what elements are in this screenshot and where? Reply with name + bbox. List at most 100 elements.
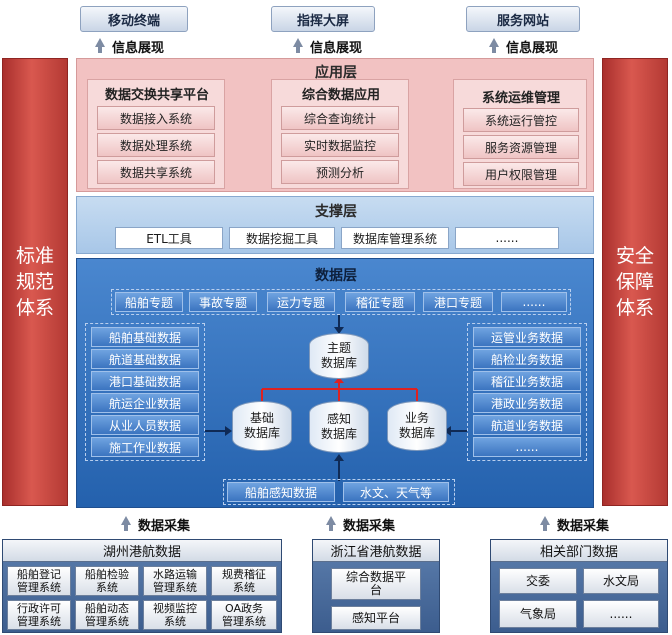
db-label: 主题: [326, 341, 351, 355]
right-data-item: 船检业务数据: [473, 349, 581, 369]
pillar-text: 规范: [15, 271, 54, 293]
source-item-line: OA政务: [225, 602, 263, 615]
source-item-line: 交委: [525, 573, 550, 588]
source-item: 视频监控系统: [143, 600, 207, 630]
app-item: 数据处理系统: [97, 133, 215, 157]
source-item: 水路运输管理系统: [143, 566, 207, 596]
source-item: 船舶登记管理系统: [7, 566, 71, 596]
app-group-title: 数据交换共享平台: [104, 88, 209, 103]
app-item: 实时数据监控: [281, 133, 399, 157]
source-item-line: 船舶检验: [85, 568, 129, 581]
up-arrow-icon: [540, 516, 550, 531]
data-layer: 数据层 船舶专题 事故专题 运力专题 稽征专题 港口专题 ...... 船舶基础…: [76, 258, 594, 508]
source-panel-huzhou: 湖州港航数据 船舶登记管理系统 船舶检验系统 水路运输管理系统 规费稽征系统 行…: [2, 539, 282, 633]
db-label: 业务: [404, 411, 429, 425]
sensing-source-item: 船舶感知数据: [227, 482, 335, 502]
data-collection-label: 数据采集: [343, 519, 396, 534]
support-item: ETL工具: [115, 227, 223, 249]
business-database: 业务 数据库: [387, 401, 447, 451]
left-data-item: 施工作业数据: [91, 437, 199, 457]
app-group-title: 综合数据应用: [301, 88, 380, 103]
db-label: 感知: [326, 412, 351, 426]
source-item-line: 管理系统: [17, 615, 61, 628]
channel-mobile-terminal: 移动终端: [80, 6, 188, 32]
app-item: 服务资源管理: [463, 135, 579, 159]
db-label: 数据库: [398, 426, 435, 440]
up-arrow-icon: [95, 38, 105, 53]
pillar-text: 安全: [615, 245, 654, 267]
source-item: 交委: [499, 568, 577, 594]
right-data-item: ......: [473, 437, 581, 457]
topic-item: 运力专题: [267, 292, 335, 312]
source-item-line: 气象局: [519, 606, 556, 621]
support-item: 数据挖掘工具: [229, 227, 335, 249]
source-item-line: 系统: [96, 581, 118, 594]
left-data-item: 航道基础数据: [91, 349, 199, 369]
source-item: ......: [583, 600, 659, 628]
info-display-label: 信息展现: [506, 41, 559, 56]
source-item-line: 规费稽征: [222, 568, 266, 581]
pillar-text: 体系: [615, 297, 654, 319]
right-data-group: [467, 323, 587, 461]
app-item: 预测分析: [281, 160, 399, 184]
app-group-integrated-data: 综合数据应用 综合查询统计 实时数据监控 预测分析: [271, 79, 409, 189]
data-collection-label: 数据采集: [557, 519, 610, 534]
source-item: 水文局: [583, 568, 659, 594]
channel-label: 移动终端: [107, 13, 160, 29]
up-arrow-icon: [489, 38, 499, 53]
channel-service-website: 服务网站: [466, 6, 580, 32]
up-arrow-icon: [326, 516, 336, 531]
pillar-text: 标准: [15, 245, 54, 267]
channel-label: 指挥大屏: [296, 13, 349, 29]
source-item-line: 水文局: [602, 573, 639, 588]
topic-item: 船舶专题: [115, 292, 183, 312]
topic-item: 事故专题: [189, 292, 257, 312]
channel-label: 服务网站: [496, 13, 549, 29]
app-item: 数据共享系统: [97, 160, 215, 184]
left-data-group: [85, 323, 205, 461]
security-pillar: 安全 保障 体系: [602, 58, 668, 506]
source-item-line: 管理系统: [222, 615, 266, 628]
left-data-item: 船舶基础数据: [91, 327, 199, 347]
source-panel-title: 湖州港航数据: [3, 540, 281, 562]
application-layer-title: 应用层: [315, 65, 357, 81]
support-item: 数据库管理系统: [341, 227, 449, 249]
topic-item: 港口专题: [423, 292, 493, 312]
db-label: 基础: [249, 411, 274, 425]
info-display-label: 信息展现: [112, 41, 165, 56]
topic-item: 稽征专题: [345, 292, 415, 312]
source-item-line: 综合数据平: [345, 570, 406, 584]
source-item-line: 船舶登记: [17, 568, 61, 581]
support-item: ......: [455, 227, 559, 249]
left-data-item: 航运企业数据: [91, 393, 199, 413]
topic-row: [111, 289, 571, 315]
source-panel-departments: 相关部门数据 交委 水文局 气象局 ......: [490, 539, 668, 633]
db-label: 数据库: [243, 426, 280, 440]
base-database: 基础 数据库: [232, 401, 292, 451]
source-item: 气象局: [499, 600, 577, 628]
theme-database: 主题 数据库: [309, 333, 369, 379]
up-arrow-icon: [121, 516, 131, 531]
app-item: 用户权限管理: [463, 162, 579, 186]
support-layer: 支撑层 ETL工具 数据挖掘工具 数据库管理系统 ......: [76, 196, 594, 254]
source-item-line: 管理系统: [17, 581, 61, 594]
source-item: 船舶检验系统: [75, 566, 139, 596]
source-panel-title: 相关部门数据: [491, 540, 667, 562]
right-data-item: 航道业务数据: [473, 415, 581, 435]
source-item-line: 视频监控: [153, 602, 197, 615]
source-item: OA政务管理系统: [211, 600, 277, 630]
source-item-line: 水路运输: [153, 568, 197, 581]
source-item: 规费稽征系统: [211, 566, 277, 596]
source-item: 船舶动态管理系统: [75, 600, 139, 630]
source-item-line: 行政许可: [17, 602, 61, 615]
source-item-line: 管理系统: [153, 581, 197, 594]
up-arrow-icon: [293, 38, 303, 53]
db-label: 数据库: [320, 427, 357, 441]
pillar-text: 体系: [15, 297, 54, 319]
source-panel-zhejiang: 浙江省港航数据 综合数据平台 感知平台: [312, 539, 440, 633]
sensing-database: 感知 数据库: [309, 401, 369, 453]
support-layer-title: 支撑层: [315, 204, 357, 220]
info-display-label: 信息展现: [310, 41, 363, 56]
app-item: 数据接入系统: [97, 106, 215, 130]
app-item: 综合查询统计: [281, 106, 399, 130]
